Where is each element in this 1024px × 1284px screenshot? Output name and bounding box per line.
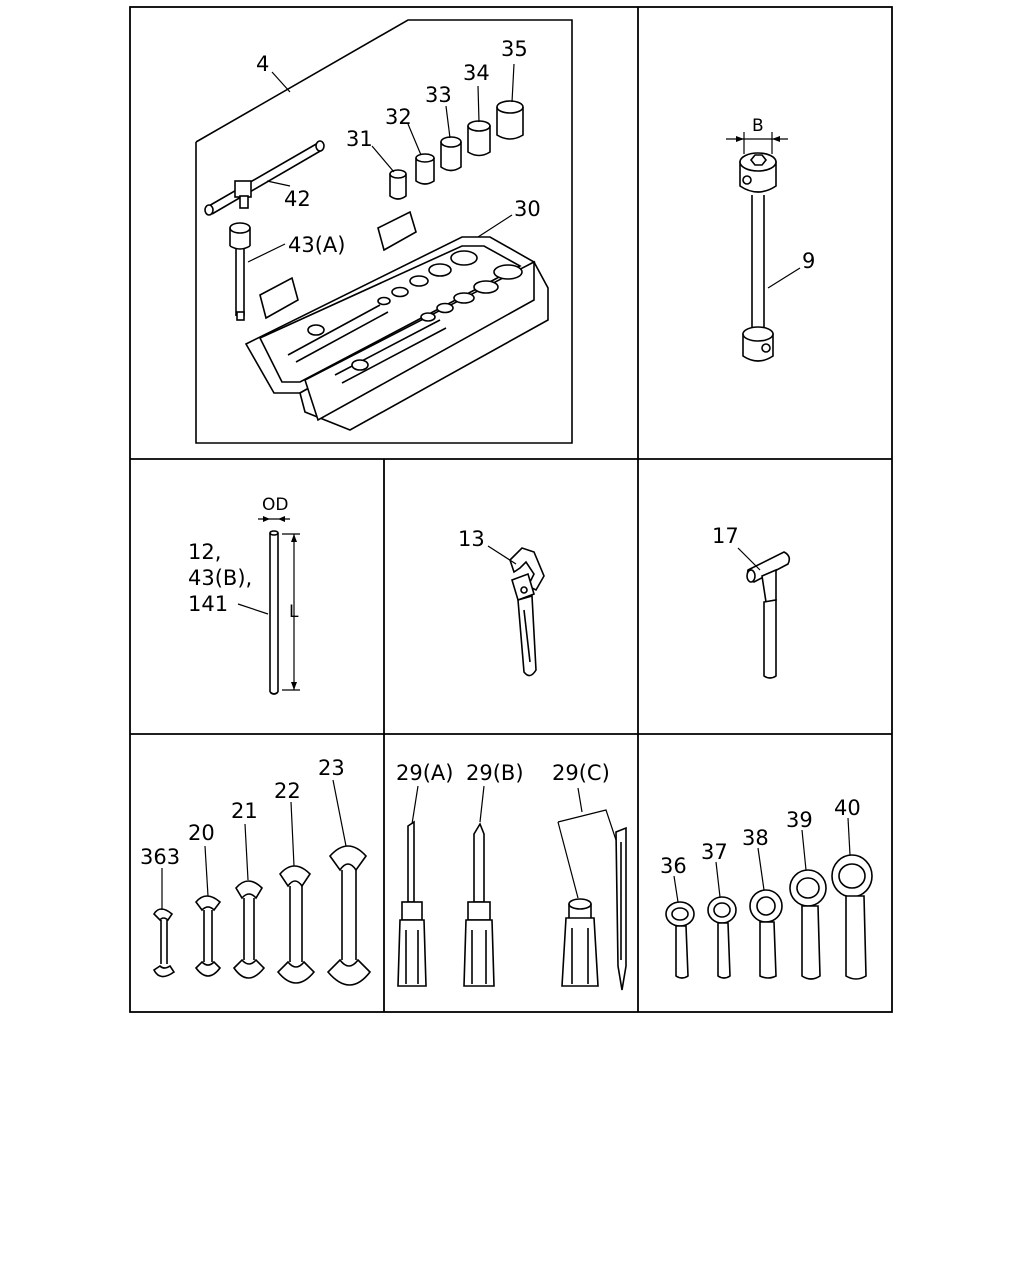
panel-box-wrench: B 9 [726, 116, 815, 362]
wrench-363 [152, 908, 176, 978]
ring-wrench-39 [789, 869, 827, 980]
ring-wrench-38 [749, 889, 783, 979]
label-29a: 29(A) [396, 761, 453, 785]
screwdriver-29a [397, 820, 427, 987]
ring-leaders [673, 817, 851, 903]
label-20: 20 [188, 821, 215, 845]
label-32: 32 [385, 105, 412, 129]
label-od: OD [262, 495, 288, 515]
label-43b: 43(B), [188, 566, 252, 590]
socket-31 [389, 169, 407, 200]
screwdriver-29b [463, 822, 495, 987]
bar-rod [269, 530, 279, 695]
label-30: 30 [514, 197, 541, 221]
kit-leaders [247, 63, 515, 263]
label-9: 9 [802, 249, 815, 273]
label-39: 39 [786, 808, 813, 832]
leader-9 [767, 267, 801, 289]
label-13: 13 [458, 527, 485, 551]
ring-wrench-37 [707, 896, 737, 979]
socket-32 [415, 153, 435, 185]
label-12: 12, [188, 540, 221, 564]
wrench-22 [276, 865, 316, 984]
leader-bar [237, 603, 269, 615]
box-wrench-9 [739, 152, 777, 362]
kit-outline [195, 19, 573, 444]
leader-13 [487, 545, 517, 565]
hammer-17 [746, 551, 791, 679]
label-36: 36 [660, 854, 687, 878]
label-31: 31 [346, 127, 373, 151]
label-35: 35 [501, 37, 528, 61]
panel-toolkit: 4 42 43(A) 31 32 33 34 35 30 [195, 19, 573, 444]
sockets [389, 100, 524, 200]
wrench-20 [194, 895, 222, 977]
panel-screwdrivers: 29(A) 29(B) 29(C) [396, 761, 627, 991]
dimension-l [282, 533, 300, 691]
label-29b: 29(B) [466, 761, 524, 785]
adjustable-wrench-13 [509, 547, 545, 677]
label-29c: 29(C) [552, 761, 610, 785]
tool-case-30 [244, 210, 549, 431]
socket-33 [440, 136, 462, 172]
panel-hammer: 17 [712, 524, 791, 679]
label-21: 21 [231, 799, 258, 823]
label-141: 141 [188, 592, 228, 616]
label-40: 40 [834, 796, 861, 820]
label-363: 363 [140, 845, 180, 869]
ring-wrench-36 [665, 901, 695, 979]
label-33: 33 [425, 83, 452, 107]
label-17: 17 [712, 524, 739, 548]
dimension-b [726, 132, 788, 154]
label-b: B [752, 116, 764, 136]
label-23: 23 [318, 756, 345, 780]
wrench-23 [326, 845, 372, 986]
extension-bar-43a [229, 222, 251, 321]
label-34: 34 [463, 61, 490, 85]
label-4: 4 [256, 52, 269, 76]
panel-adjustable-wrench: 13 [458, 527, 545, 677]
label-43a: 43(A) [288, 233, 345, 257]
label-l: L [289, 602, 299, 622]
label-42: 42 [284, 187, 311, 211]
panel-open-wrenches: 363 20 21 22 23 [140, 756, 372, 986]
wrench-21 [232, 880, 266, 979]
ring-wrench-40 [831, 854, 873, 980]
grid-frame [129, 6, 893, 1013]
screwdriver-29c [561, 826, 627, 991]
socket-35 [496, 100, 524, 140]
screwdriver-leaders [411, 785, 617, 899]
label-37: 37 [701, 840, 728, 864]
wrench-leaders [161, 779, 347, 910]
socket-34 [467, 120, 491, 157]
dimension-od [258, 516, 290, 522]
panel-bar: OD L 12, 43(B), 141 [188, 495, 300, 695]
leader-17 [737, 547, 761, 571]
label-38: 38 [742, 826, 769, 850]
socket-handle-42 [204, 140, 325, 216]
panel-ring-wrenches: 36 37 38 39 40 [660, 796, 873, 980]
label-22: 22 [274, 779, 301, 803]
